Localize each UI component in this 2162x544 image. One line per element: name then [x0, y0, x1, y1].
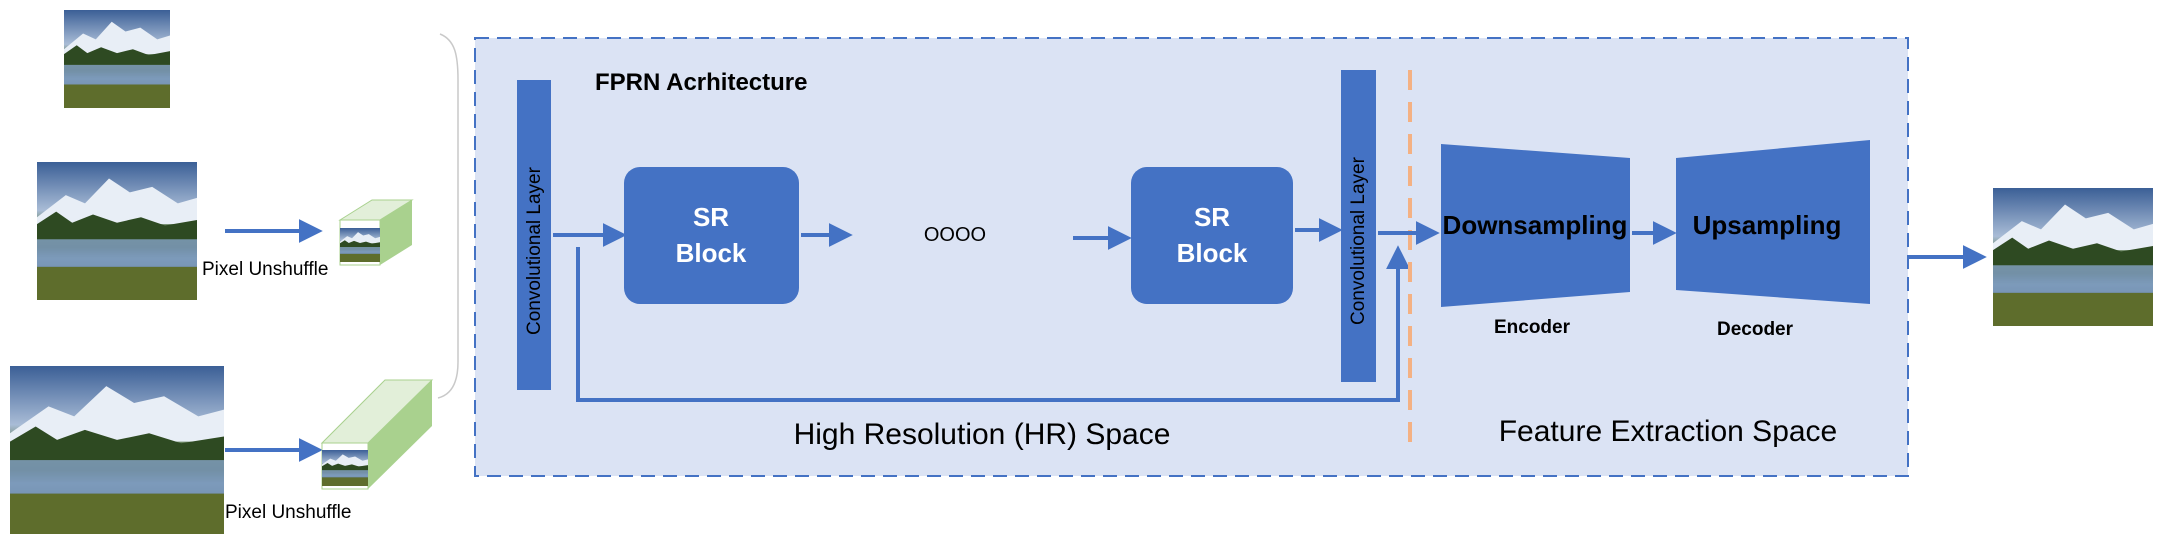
input-image-small	[64, 10, 170, 108]
sr-block-1	[624, 167, 799, 304]
diagram-title: FPRN Acrhitecture	[595, 69, 807, 96]
upsampling-label: Upsampling	[1693, 210, 1842, 240]
ellipsis-label: OOOO	[924, 224, 986, 246]
sr-block-1-line1: SR	[693, 202, 729, 232]
input-image-medium	[37, 162, 197, 300]
sr-block-2	[1131, 167, 1293, 304]
sr-block-2-line1: SR	[1194, 202, 1230, 232]
sr-block-1-line2: Block	[676, 238, 747, 268]
pixel-unshuffle-label-2: Pixel Unshuffle	[225, 502, 351, 523]
hr-space-label: High Resolution (HR) Space	[794, 418, 1171, 451]
unshuffle-cube-small	[338, 199, 414, 266]
upsampling-block	[1676, 140, 1870, 304]
downsampling-block	[1441, 144, 1630, 307]
conv-layer-left	[517, 80, 551, 390]
conv-layer-right	[1341, 70, 1376, 382]
encoder-label: Encoder	[1494, 317, 1571, 338]
decoder-label: Decoder	[1717, 319, 1794, 340]
conv-layer-right-label: Convolutional Layer	[1348, 156, 1369, 325]
input-image-large	[10, 366, 224, 534]
sr-block-2-line2: Block	[1177, 238, 1248, 268]
grouping-bracket	[437, 33, 459, 399]
conv-layer-left-label: Convolutional Layer	[524, 166, 545, 335]
downsampling-label: Downsampling	[1443, 210, 1628, 240]
output-image	[1993, 188, 2153, 326]
pixel-unshuffle-label-1: Pixel Unshuffle	[202, 259, 328, 280]
unshuffle-cube-large	[320, 379, 434, 490]
skip-connection	[576, 245, 1410, 402]
feature-space-label: Feature Extraction Space	[1499, 415, 1838, 448]
